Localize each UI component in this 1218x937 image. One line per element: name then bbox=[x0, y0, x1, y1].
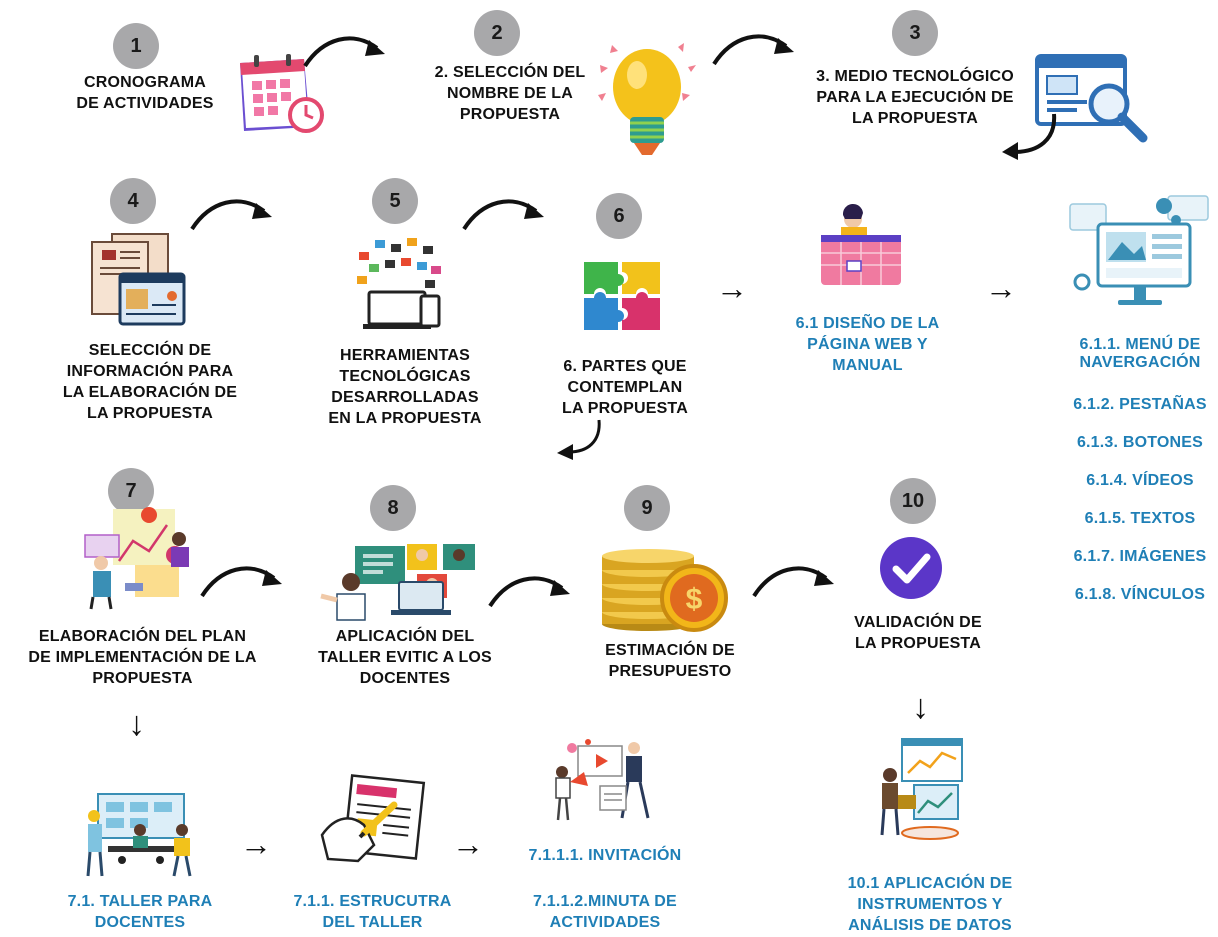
step-1-badge: 1 bbox=[113, 23, 159, 69]
step-2-badge: 2 bbox=[474, 10, 520, 56]
step-9-badge: 9 bbox=[624, 485, 670, 531]
coins-icon: $ bbox=[602, 549, 728, 632]
svg-text:$: $ bbox=[686, 583, 703, 616]
checkmark-icon bbox=[880, 537, 942, 599]
arrow-7-to-7-1: ↓ bbox=[128, 705, 145, 743]
browser-search-icon bbox=[1035, 54, 1148, 143]
planning-team-icon bbox=[84, 507, 189, 610]
list-item: 6.1.5. TEXTOS bbox=[1084, 510, 1196, 527]
flow-arrow-4-5 bbox=[190, 199, 272, 231]
sketch-hand-icon bbox=[320, 774, 426, 863]
flow-arrow-6-7 bbox=[557, 419, 601, 460]
web-interface-icon bbox=[1069, 195, 1209, 305]
flow-arrow-2-3 bbox=[712, 34, 794, 66]
arrow-7-1-to-7-1-1: → bbox=[240, 826, 272, 862]
arrow-6-1-to-6-1-1: → bbox=[985, 270, 1017, 306]
step-8-badge: 8 bbox=[370, 485, 416, 531]
list-item: 6.1.3. BOTONES bbox=[1076, 434, 1204, 451]
step-5-badge: 5 bbox=[372, 178, 418, 224]
arrow-10-to-10-1: ↓ bbox=[912, 688, 929, 726]
arrow-6-to-6-1: → bbox=[716, 270, 748, 306]
list-item: 6.1.1. MENÚ DE NAVERGACIÓN bbox=[1079, 336, 1201, 371]
step-10-badge: 10 bbox=[890, 478, 936, 524]
list-item: 6.1.4. VÍDEOS bbox=[1086, 472, 1194, 489]
step-4-badge: 4 bbox=[110, 178, 156, 224]
substep-7-1-1-1-label: 7.1.1.1. INVITACIÓN bbox=[528, 847, 682, 864]
documents-icon bbox=[91, 233, 186, 326]
substep-6-1-1-list: 6.1.1. MENÚ DE NAVERGACIÓN 6.1.2. PESTAÑ… bbox=[1065, 336, 1215, 622]
arrow-7-1-1-to-7-1-1-1: → bbox=[452, 826, 484, 862]
devices-icon bbox=[357, 238, 441, 329]
list-item: 6.1.2. PESTAÑAS bbox=[1073, 396, 1207, 413]
step-3-badge: 3 bbox=[892, 10, 938, 56]
flow-arrow-8-9 bbox=[488, 576, 570, 608]
data-analysis-icon bbox=[880, 738, 963, 840]
workshop-icon bbox=[86, 793, 192, 877]
lightbulb-icon bbox=[598, 43, 696, 155]
list-item: 6.1.7. IMÁGENES bbox=[1073, 548, 1207, 565]
flow-arrow-7-8 bbox=[200, 566, 282, 598]
step-7-badge: 7 bbox=[108, 468, 154, 514]
calendar-icon bbox=[240, 54, 324, 133]
flow-arrow-3-4 bbox=[1002, 113, 1057, 160]
flow-arrow-5-6 bbox=[462, 199, 544, 231]
marketing-icon bbox=[555, 739, 650, 821]
web-designer-icon bbox=[821, 203, 901, 285]
list-item: 6.1.8. VÍNCULOS bbox=[1074, 586, 1206, 603]
flow-arrow-9-10 bbox=[752, 566, 834, 598]
video-meeting-icon bbox=[320, 544, 475, 621]
flow-arrow-1-2 bbox=[303, 36, 385, 68]
step-6-badge: 6 bbox=[596, 193, 642, 239]
puzzle-icon bbox=[584, 262, 660, 330]
